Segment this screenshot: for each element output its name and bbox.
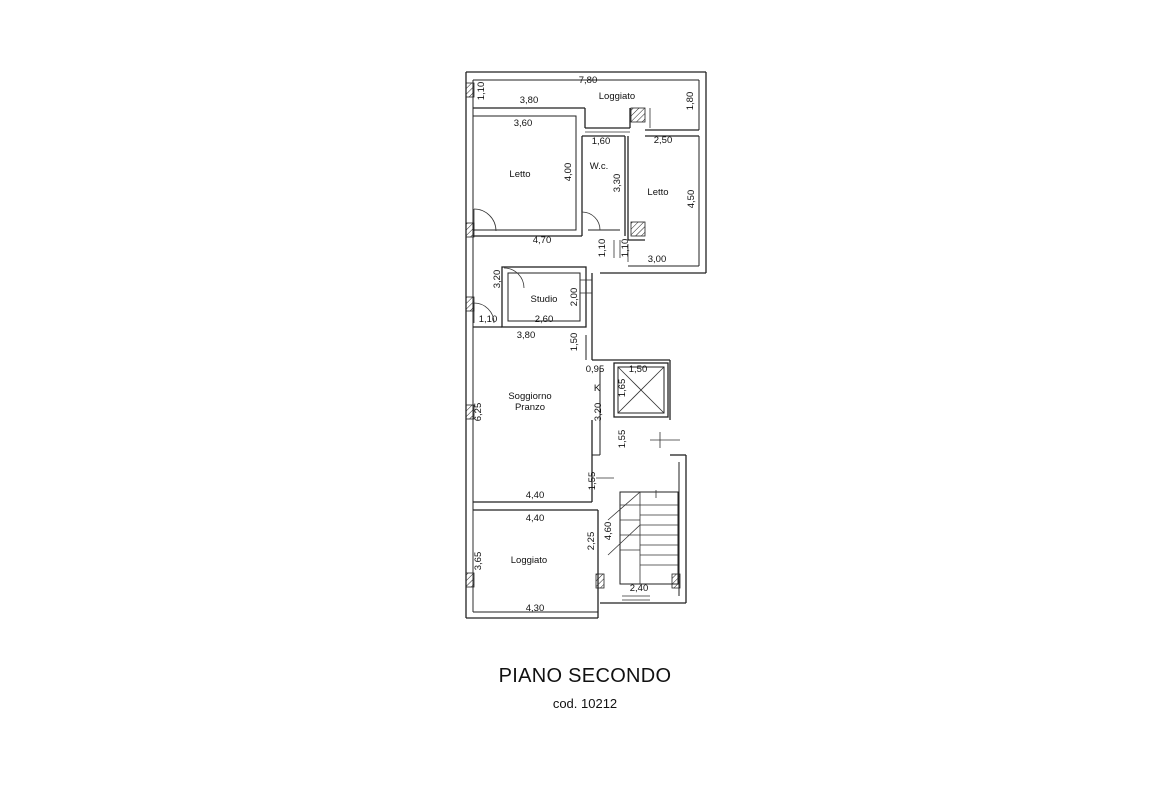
dim-1-65: 1,65 (617, 379, 628, 398)
dim-1-10-b: 1,10 (620, 239, 631, 258)
dim-3-20-k: 3,20 (593, 403, 604, 422)
pillars (465, 82, 681, 589)
dim-1-50-left: 1,50 (569, 333, 580, 352)
dim-1-10-studio: 1,10 (479, 314, 498, 325)
dim-1-60: 1,60 (592, 136, 611, 147)
dim-1-50-right: 1,50 (629, 364, 648, 375)
room-labels: Loggiato Letto W.c. Letto Studio Soggior… (508, 91, 668, 566)
dim-3-30: 3,30 (612, 174, 623, 193)
dim-4-00: 4,00 (563, 163, 574, 182)
dim-1-80: 1,80 (685, 92, 696, 111)
dim-4-50: 4,50 (686, 190, 697, 209)
dim-1-10-a: 1,10 (597, 239, 608, 258)
room-label-letto-right: Letto (647, 187, 668, 198)
dim-3-80-mid: 3,80 (517, 330, 536, 341)
plan-code: cod. 10212 (552, 696, 618, 711)
interior-walls (472, 107, 699, 612)
dim-2-50: 2,50 (654, 135, 673, 146)
dim-4-40-b: 4,40 (526, 513, 545, 524)
dim-3-20-studio: 3,20 (492, 270, 503, 289)
dim-3-60: 3,60 (514, 118, 533, 129)
dim-3-65: 3,65 (473, 552, 484, 571)
room-label-pranzo: Pranzo (515, 402, 545, 413)
dim-2-40: 2,40 (630, 583, 649, 594)
dim-4-40-a: 4,40 (526, 490, 545, 501)
room-label-letto-left: Letto (509, 169, 530, 180)
dim-7-80: 7,80 (579, 75, 598, 86)
reference-marks (596, 108, 680, 479)
staircase (607, 490, 679, 601)
dim-2-00: 2,00 (569, 288, 580, 307)
dim-1-10-top: 1,10 (476, 82, 487, 101)
room-label-kitchen: K (594, 383, 601, 394)
plan-title: PIANO SECONDO (498, 665, 672, 687)
room-label-loggiato-top: Loggiato (599, 91, 635, 102)
dim-1-55-b: 1,55 (587, 472, 598, 491)
dimensions: 7,80 1,10 1,80 3,80 3,60 1,60 2,50 4,00 … (473, 75, 697, 614)
dim-4-30: 4,30 (526, 603, 545, 614)
dim-3-00: 3,00 (648, 254, 667, 265)
dim-0-95: 0,95 (586, 364, 605, 375)
room-label-soggiorno: Soggiorno (508, 391, 551, 402)
dim-2-25: 2,25 (586, 532, 597, 551)
doors (473, 208, 601, 324)
dim-1-55-a: 1,55 (617, 430, 628, 449)
dim-4-60: 4,60 (603, 522, 614, 541)
dim-2-60: 2,60 (535, 314, 554, 325)
dim-6-25: 6,25 (473, 403, 484, 422)
room-label-loggiato-bottom: Loggiato (511, 555, 547, 566)
dim-3-80-top: 3,80 (520, 95, 539, 106)
room-label-studio: Studio (531, 294, 558, 305)
room-label-wc: W.c. (590, 161, 608, 172)
dim-4-70: 4,70 (533, 235, 552, 246)
